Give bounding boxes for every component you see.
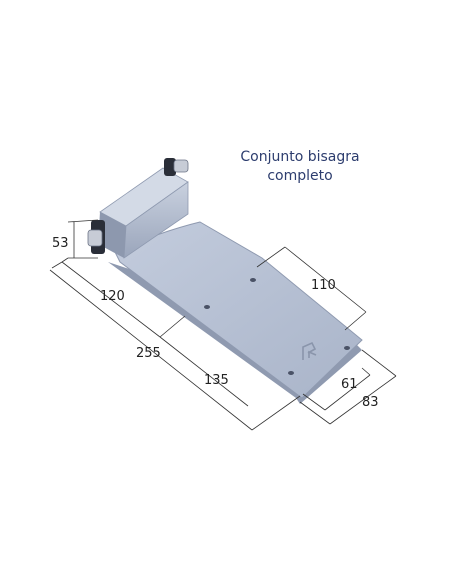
hinge-plate bbox=[108, 221, 363, 404]
dim-label-height: 53 bbox=[52, 236, 69, 251]
hole-4 bbox=[288, 371, 294, 375]
manufacturer-logo-icon bbox=[302, 341, 317, 360]
hole-2 bbox=[204, 305, 210, 309]
dim-label-leaf-length: 135 bbox=[204, 373, 229, 388]
pin-nut-front bbox=[87, 229, 103, 247]
dim-label-inner-width: 61 bbox=[341, 377, 358, 392]
dim-label-total-length: 255 bbox=[136, 346, 161, 361]
pin-bushing-back bbox=[164, 158, 176, 176]
dim-label-outer-width: 83 bbox=[362, 395, 379, 410]
hole-3 bbox=[344, 346, 350, 350]
dim-label-hole-spacing: 110 bbox=[311, 278, 336, 293]
diagram-title: Conjunto bisagra completo bbox=[232, 148, 368, 186]
hole-1 bbox=[250, 278, 256, 282]
pin-nut-back bbox=[173, 159, 189, 173]
title-line-2: completo bbox=[267, 168, 333, 184]
dimension-lines bbox=[49, 219, 397, 431]
hinge-knuckle bbox=[87, 158, 189, 259]
title-line-1: Conjunto bisagra bbox=[240, 149, 360, 165]
plate-surface bbox=[114, 221, 363, 399]
dim-label-hinge-length: 120 bbox=[100, 289, 125, 304]
